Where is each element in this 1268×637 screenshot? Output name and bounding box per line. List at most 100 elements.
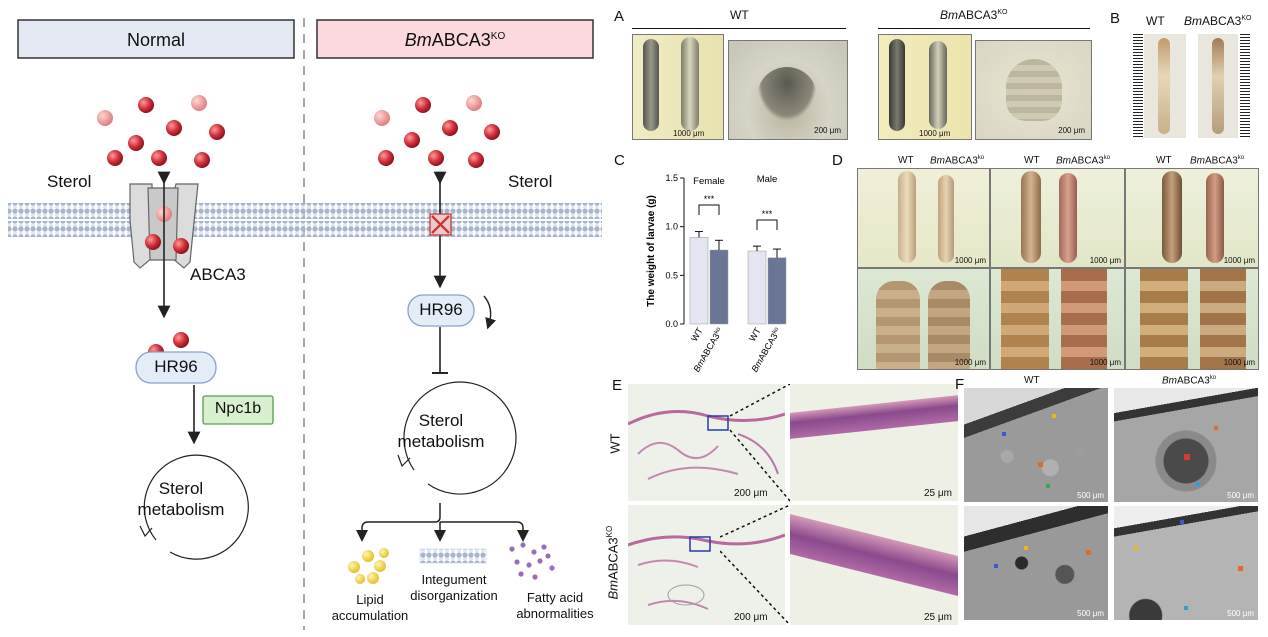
outcome-fatty-line1: Fatty acid [526,590,584,605]
x-tick-label: WT [747,326,763,344]
panel-a-ko: BmABCA3KO [940,8,1007,22]
panel-a-ko-line [878,28,1090,29]
panel-b-ko-sup: KO [1241,15,1252,22]
sterol-cluster-left [97,95,225,168]
panel-a-ko-main: ABCA3 [958,8,998,22]
panel-e-ko-italic: Bm [605,580,621,600]
schematic-svg [8,18,602,630]
photo-d-bottom-1: 1000 μm [857,268,990,370]
panel-d-ko-1: BmABCA3ko [930,155,984,166]
metabolism-left-line1: Sterol [158,479,204,498]
panel-e-ko-sup: KO [605,525,615,538]
ko-title-sup: KO [490,31,506,42]
panel-b-ko-italic: Bm [1184,14,1202,28]
photo-e-ko-low: 200 μm [628,505,785,625]
panel-a-ko-sup: KO [997,9,1008,16]
panel-f-sb4: 500 μm [1227,609,1254,618]
panel-a-ko-italic: Bm [940,8,958,22]
outcome-lipid-line2: accumulation [331,608,409,623]
panel-d-letter: D [832,152,843,169]
metabolism-right-line1: Sterol [418,411,464,430]
bar-male-wt [747,250,767,325]
panel-f-wt: WT [1024,375,1040,386]
ko-title-main: ABCA3 [431,30,491,50]
panel-a-wt-line [632,28,846,29]
normal-title: Normal [126,30,185,50]
sig-bracket [698,204,720,215]
panel-d-sb2: 1000 μm [1089,256,1121,265]
photo-a-ko-zoom: 200 μm [975,40,1092,140]
panel-d-wt-1: WT [898,155,914,166]
panel-f-ko-main: ABCA3 [1177,375,1210,387]
ruler-left [1133,34,1143,138]
panel-f-sb3: 500 μm [1077,609,1104,618]
panel-d-ko1-main: ABCA3 [945,155,978,167]
sterol-label-right: Sterol [508,172,553,191]
panel-d-ko2-sup: ko [1103,155,1111,161]
panel-d-ko3-italic: Bm [1190,155,1205,167]
photo-f-ko-top: 500 μm [1114,388,1258,502]
normal-header-box [17,19,295,59]
panel-d-sb1: 1000 μm [954,256,986,265]
bar-female-ko [709,249,729,325]
y-tick-label: 1.0 [665,222,678,232]
panel-e-sb2: 25 μm [924,488,952,499]
panel-e-sb3: 200 μm [734,612,768,623]
panel-d-sb3: 1000 μm [1223,256,1255,265]
panel-c-letter: C [614,152,625,169]
panel-a-sb4: 200 μm [1058,126,1085,135]
ko-header-box [316,19,594,59]
panel-f-ko: BmABCA3ko [1162,375,1216,386]
npc1b-label: Npc1b [214,400,262,417]
panel-a-sb2: 200 μm [814,126,841,135]
panel-d-sb4: 1000 μm [954,358,986,367]
outcome-integument-line1: Integument [421,572,487,587]
panel-d-ko3-sup: ko [1237,155,1245,161]
panel-e-sb1: 200 μm [734,488,768,499]
outcome-lipid: Lipid accumulation [320,592,420,624]
outcome-integument-line2: disorganization [410,588,498,603]
panel-e-ko-main: ABCA3 [605,537,621,581]
sig-stars: *** [704,194,715,204]
panel-a-wt: WT [730,8,749,22]
photo-a-wt-larvae: 1000 μm [632,34,724,140]
outcome-lipid-line1: Lipid [356,592,384,607]
panel-d-ko2-main: ABCA3 [1071,155,1104,167]
outcome-fatty-line2: abnormalities [516,606,594,621]
metabolism-right-label: Sterol metabolism [386,410,496,452]
y-tick-label: 0.0 [665,319,678,329]
panel-e-wt: WT [607,433,623,454]
ruler-right [1240,34,1250,138]
abca3-label: ABCA3 [190,265,246,284]
photo-e-wt-high: 25 μm [790,384,958,501]
sig-bracket [756,219,778,230]
group-label-male: Male [757,174,778,185]
photo-a-wt-zoom: 200 μm [728,40,848,140]
photo-f-wt-bottom: 500 μm [964,506,1108,620]
npc1b-box [202,395,274,425]
sterol-label-left: Sterol [47,172,92,191]
photo-d-bottom-3: 1000 μm [1125,268,1259,370]
y-tick-label: 0.5 [665,270,678,280]
integument-strip [419,548,487,564]
outcome-integument: Integument disorganization [400,572,508,604]
panel-e-ko: BmABCA3KO [605,526,620,600]
membrane-top [8,203,602,219]
bar-female-wt [689,237,709,325]
metabolism-right-line2: metabolism [397,432,485,451]
panel-b-ko: BmABCA3KO [1184,14,1251,28]
panel-a-sb3: 1000 μm [919,129,951,138]
fatty-acid-dots [509,542,555,580]
metabolism-left-line2: metabolism [137,500,225,519]
metabolism-left-label: Sterol metabolism [126,478,236,520]
panel-f-sb1: 500 μm [1077,491,1104,500]
panel-e-sb4: 25 μm [924,612,952,623]
panel-d-wt-2: WT [1024,155,1040,166]
ko-title-italic: Bm [404,30,432,50]
photo-e-wt-low: 200 μm [628,384,785,501]
panel-f-ko-italic: Bm [1162,375,1177,387]
panel-e-letter: E [612,377,623,394]
panel-d-ko-2: BmABCA3ko [1056,155,1110,166]
x-tick-label: WT [689,326,705,344]
panel-d-sb5: 1000 μm [1089,358,1121,367]
